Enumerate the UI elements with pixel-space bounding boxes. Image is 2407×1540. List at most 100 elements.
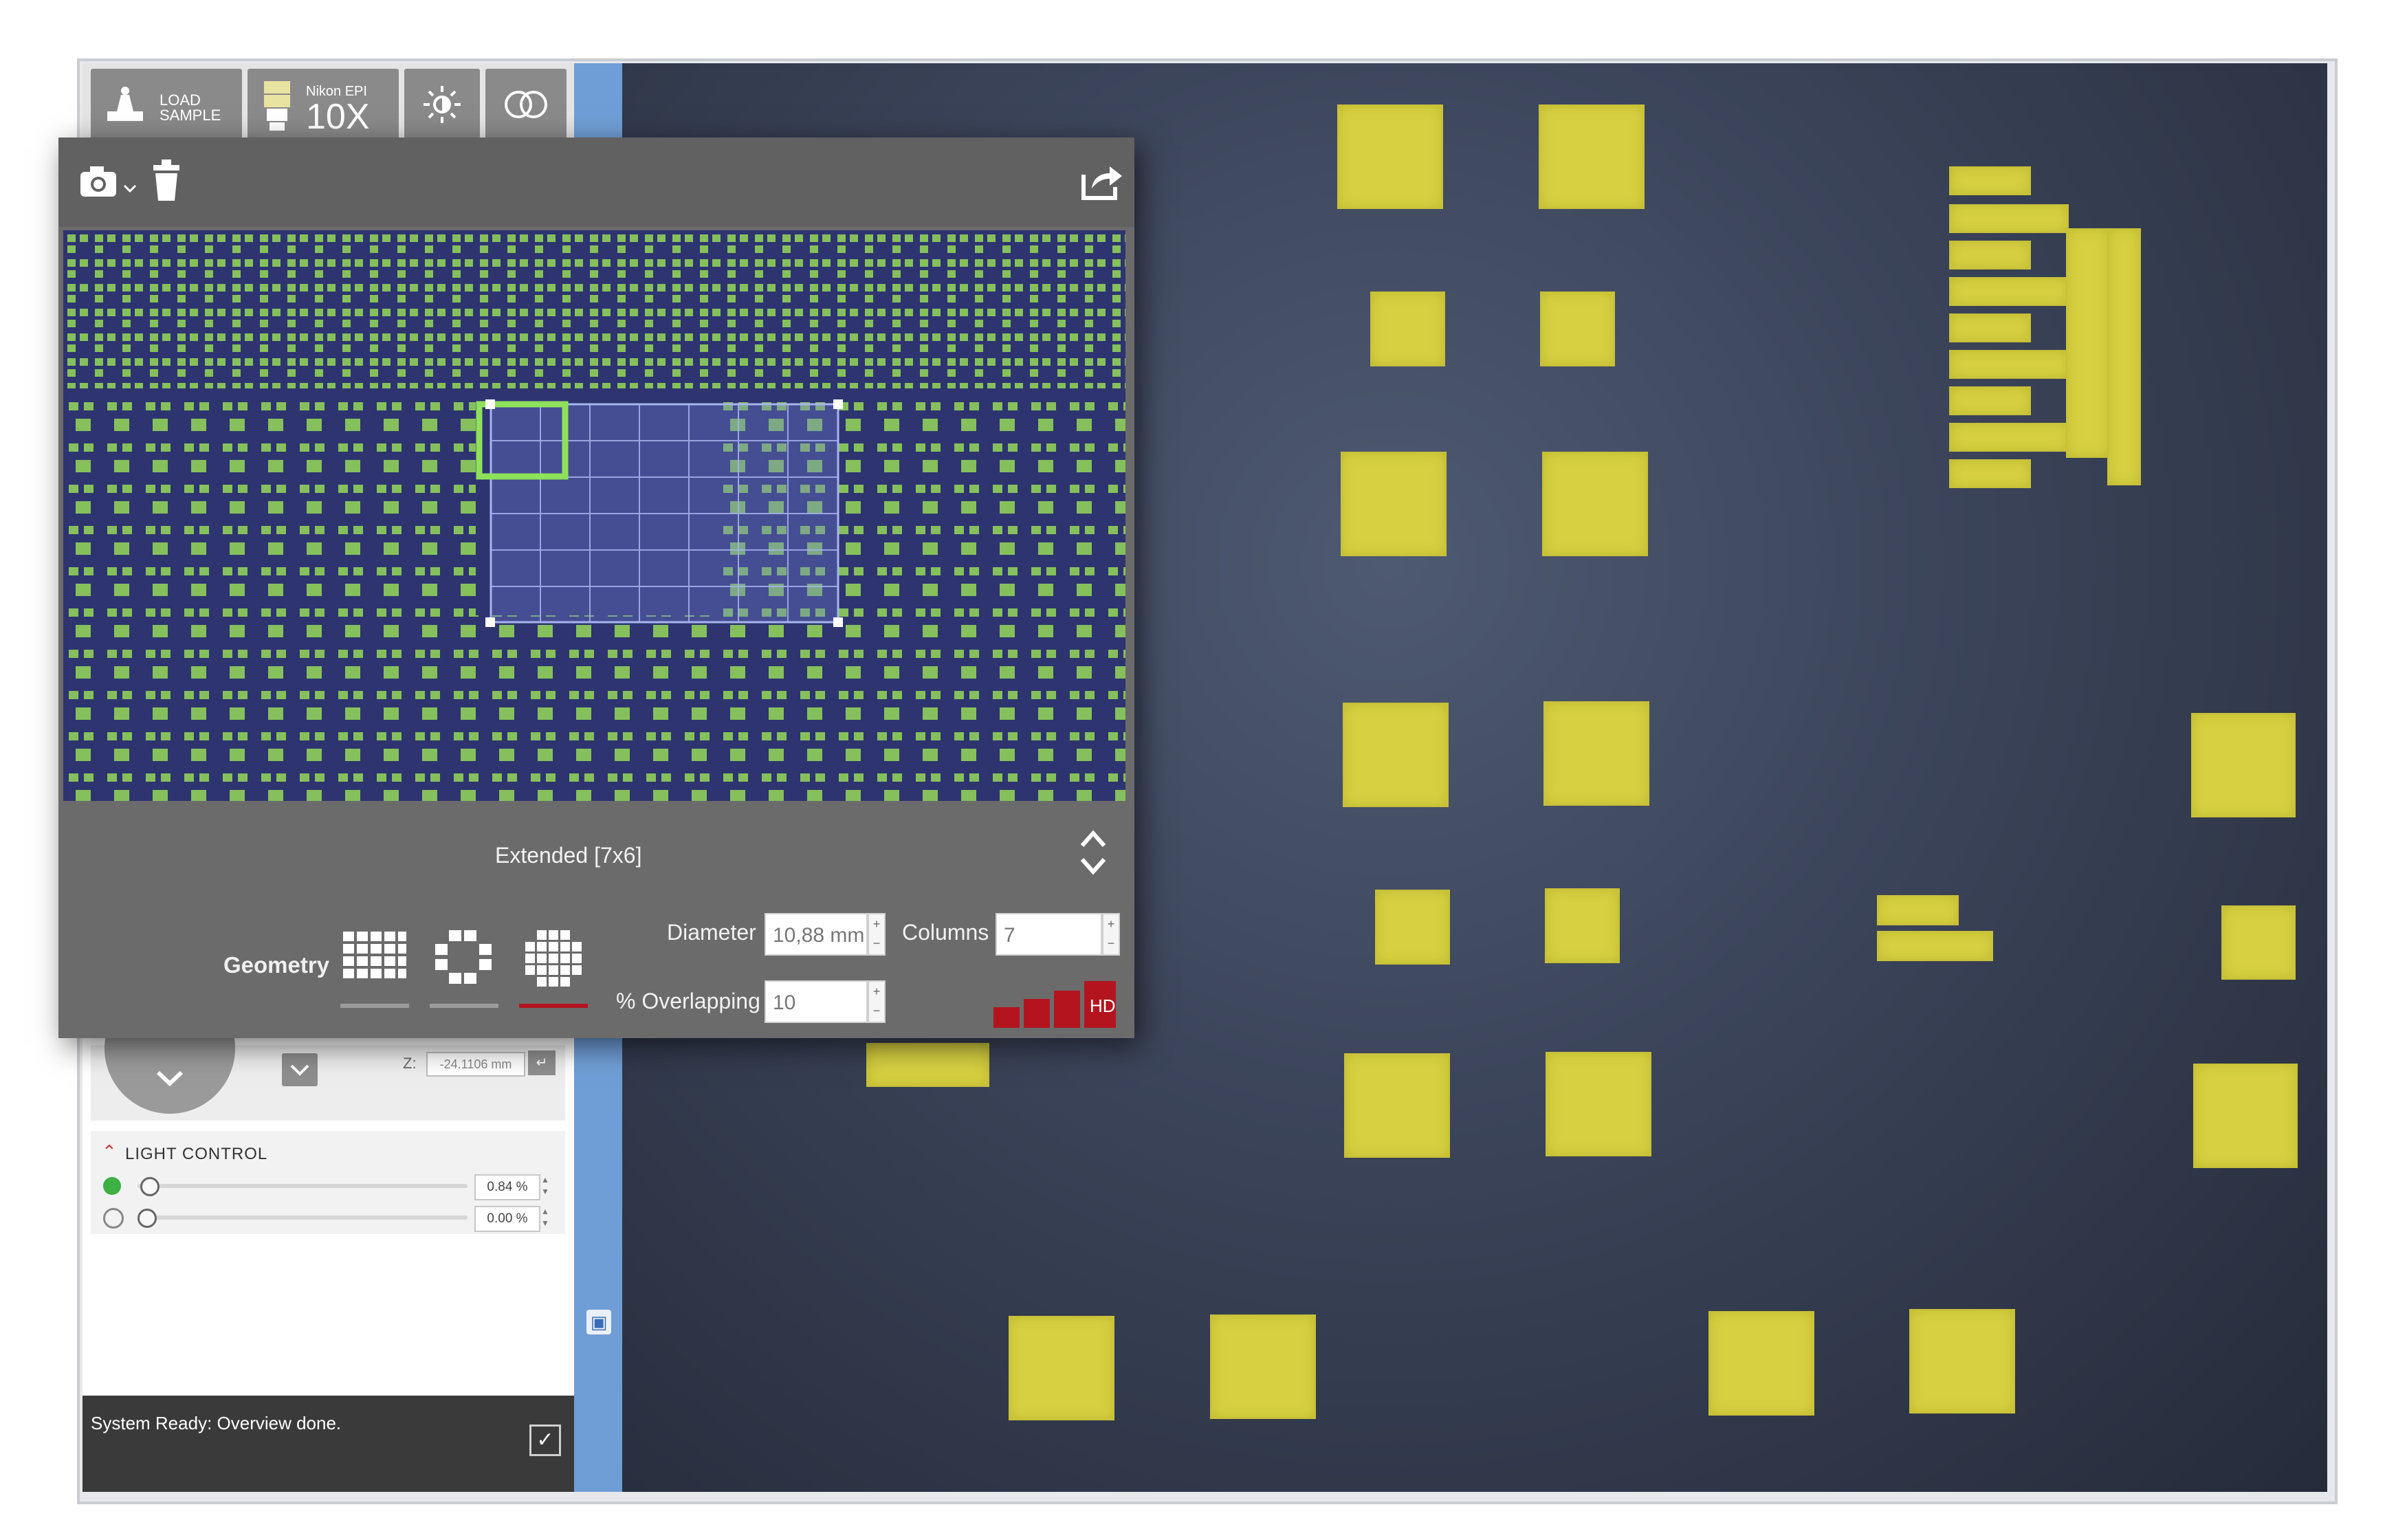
- diameter-spinner[interactable]: +−: [868, 913, 886, 956]
- collapse-icon[interactable]: ⌃: [102, 1141, 117, 1162]
- sample-pad: [1375, 890, 1450, 965]
- sample-pad: [1337, 104, 1443, 209]
- sample-pad: [1545, 888, 1620, 963]
- popup-header: [58, 138, 1134, 227]
- objective-button[interactable]: Nikon EPI 10X: [248, 69, 399, 141]
- camera-icon[interactable]: [79, 164, 122, 199]
- objective-icon: [264, 81, 290, 131]
- comb-finger: [1949, 166, 2031, 195]
- chevron-down-icon[interactable]: [123, 184, 137, 194]
- z-down-button[interactable]: [282, 1053, 318, 1086]
- sample-pad: [1370, 292, 1445, 366]
- geometry-rectangular-indicator: [340, 1004, 409, 1008]
- sample-pad: [1341, 452, 1447, 556]
- rings-button[interactable]: [485, 69, 567, 141]
- sample-pad: [1542, 452, 1648, 556]
- load-sample-icon: [107, 87, 143, 121]
- sample-pad: [1543, 701, 1649, 806]
- ring-light-icon: [103, 1208, 124, 1229]
- load-sample-label: LOAD SAMPLE: [160, 91, 221, 124]
- sample-pad: [1546, 1052, 1651, 1156]
- comb-finger: [1949, 204, 2069, 233]
- trash-icon[interactable]: [149, 157, 184, 204]
- columns-input[interactable]: 7: [996, 913, 1102, 956]
- overlap-label: % Overlapping: [616, 989, 760, 1013]
- status-bar: [83, 1396, 574, 1492]
- geometry-rectangular-button[interactable]: [340, 925, 409, 993]
- ring-grid-icon: [435, 930, 492, 984]
- comb-spine: [2066, 228, 2110, 458]
- comb-finger: [1949, 350, 2069, 379]
- scan-mode-label: Extended [7x6]: [495, 843, 642, 868]
- image-gallery-icon[interactable]: ▣: [586, 1310, 611, 1334]
- sample-pad: [1540, 292, 1615, 366]
- brightness-button[interactable]: [404, 69, 480, 141]
- chevron-down-icon: [290, 1064, 309, 1076]
- rings-icon: [505, 91, 547, 118]
- quality-bar-hd[interactable]: [1084, 981, 1116, 1028]
- light-control-title: LIGHT CONTROL: [125, 1145, 268, 1163]
- sample-pad: [1877, 895, 1959, 925]
- sample-pad: [1343, 703, 1449, 807]
- diameter-label: Diameter: [667, 920, 756, 945]
- comb-finger: [1949, 277, 2069, 306]
- sample-pad: [1539, 104, 1645, 209]
- objective-maker: Nikon EPI: [306, 84, 367, 99]
- sample-pad: [1877, 931, 1993, 961]
- columns-spinner[interactable]: +−: [1102, 913, 1120, 956]
- sample-pad: [1344, 1053, 1450, 1158]
- scan-grid-overlay: [476, 399, 843, 627]
- z-position-field[interactable]: -24.1106 mm: [426, 1052, 525, 1077]
- status-text: System Ready: Overview done.: [91, 1413, 342, 1433]
- quality-selector[interactable]: [993, 980, 1124, 1028]
- light-value-2[interactable]: 0.00 %: [474, 1206, 540, 1232]
- comb-finger: [1949, 241, 2031, 270]
- geometry-label: Geometry: [223, 952, 330, 978]
- hd-badge: HD: [1090, 996, 1116, 1016]
- geometry-circular-button[interactable]: [519, 925, 588, 993]
- sample-pad: [1909, 1309, 2015, 1414]
- chevron-down-icon: [156, 1070, 184, 1087]
- objective-magnification: 10X: [306, 97, 370, 137]
- z-go-button[interactable]: ↵: [528, 1050, 556, 1075]
- top-toolbar: LOAD SAMPLE Nikon EPI 10X: [83, 63, 574, 144]
- quality-bar-1[interactable]: [993, 1007, 1020, 1028]
- load-sample-button[interactable]: LOAD SAMPLE: [91, 69, 242, 141]
- geometry-ring-indicator: [430, 1004, 498, 1008]
- sample-pad: [2191, 713, 2296, 817]
- overview-map-svg: [63, 230, 1125, 801]
- sample-pad: [1708, 1311, 1814, 1416]
- comb-finger: [1949, 423, 2069, 452]
- quality-bar-3[interactable]: [1054, 991, 1080, 1028]
- sample-pad: [1210, 1314, 1316, 1419]
- light-value-2-spinner[interactable]: ▲▼: [541, 1207, 549, 1228]
- chevron-up-down-icon: [1080, 830, 1106, 875]
- overview-image[interactable]: [63, 230, 1125, 801]
- brightness-icon: [424, 86, 461, 123]
- diameter-input[interactable]: 10,88 mm: [765, 913, 868, 956]
- led-green-icon: [103, 1177, 121, 1195]
- columns-label: Columns: [902, 920, 989, 945]
- sample-pad: [1009, 1316, 1114, 1420]
- light-slider-1-thumb[interactable]: [140, 1177, 160, 1196]
- light-value-1-spinner[interactable]: ▲▼: [541, 1175, 549, 1196]
- sample-pad: [2193, 1064, 2298, 1168]
- geometry-ring-button[interactable]: [430, 925, 498, 993]
- comb-finger: [1949, 314, 2031, 342]
- scan-mode-toggle[interactable]: [1078, 825, 1108, 880]
- status-check-button[interactable]: ✓: [529, 1424, 561, 1456]
- z-label: Z:: [403, 1055, 417, 1072]
- overlap-input[interactable]: 10: [765, 980, 868, 1023]
- grid-icon: [343, 932, 406, 978]
- overlap-spinner[interactable]: +−: [868, 980, 886, 1023]
- quality-bar-2[interactable]: [1024, 999, 1050, 1028]
- light-slider-1[interactable]: [138, 1184, 468, 1188]
- light-slider-2-thumb[interactable]: [138, 1209, 157, 1228]
- light-value-1[interactable]: 0.84 %: [474, 1174, 540, 1200]
- comb-finger: [1949, 386, 2031, 415]
- sample-pad: [866, 1043, 989, 1087]
- export-icon[interactable]: [1079, 160, 1125, 202]
- geometry-circular-indicator: [519, 1004, 588, 1008]
- light-slider-2[interactable]: [138, 1216, 468, 1220]
- sample-pad: [2221, 905, 2296, 980]
